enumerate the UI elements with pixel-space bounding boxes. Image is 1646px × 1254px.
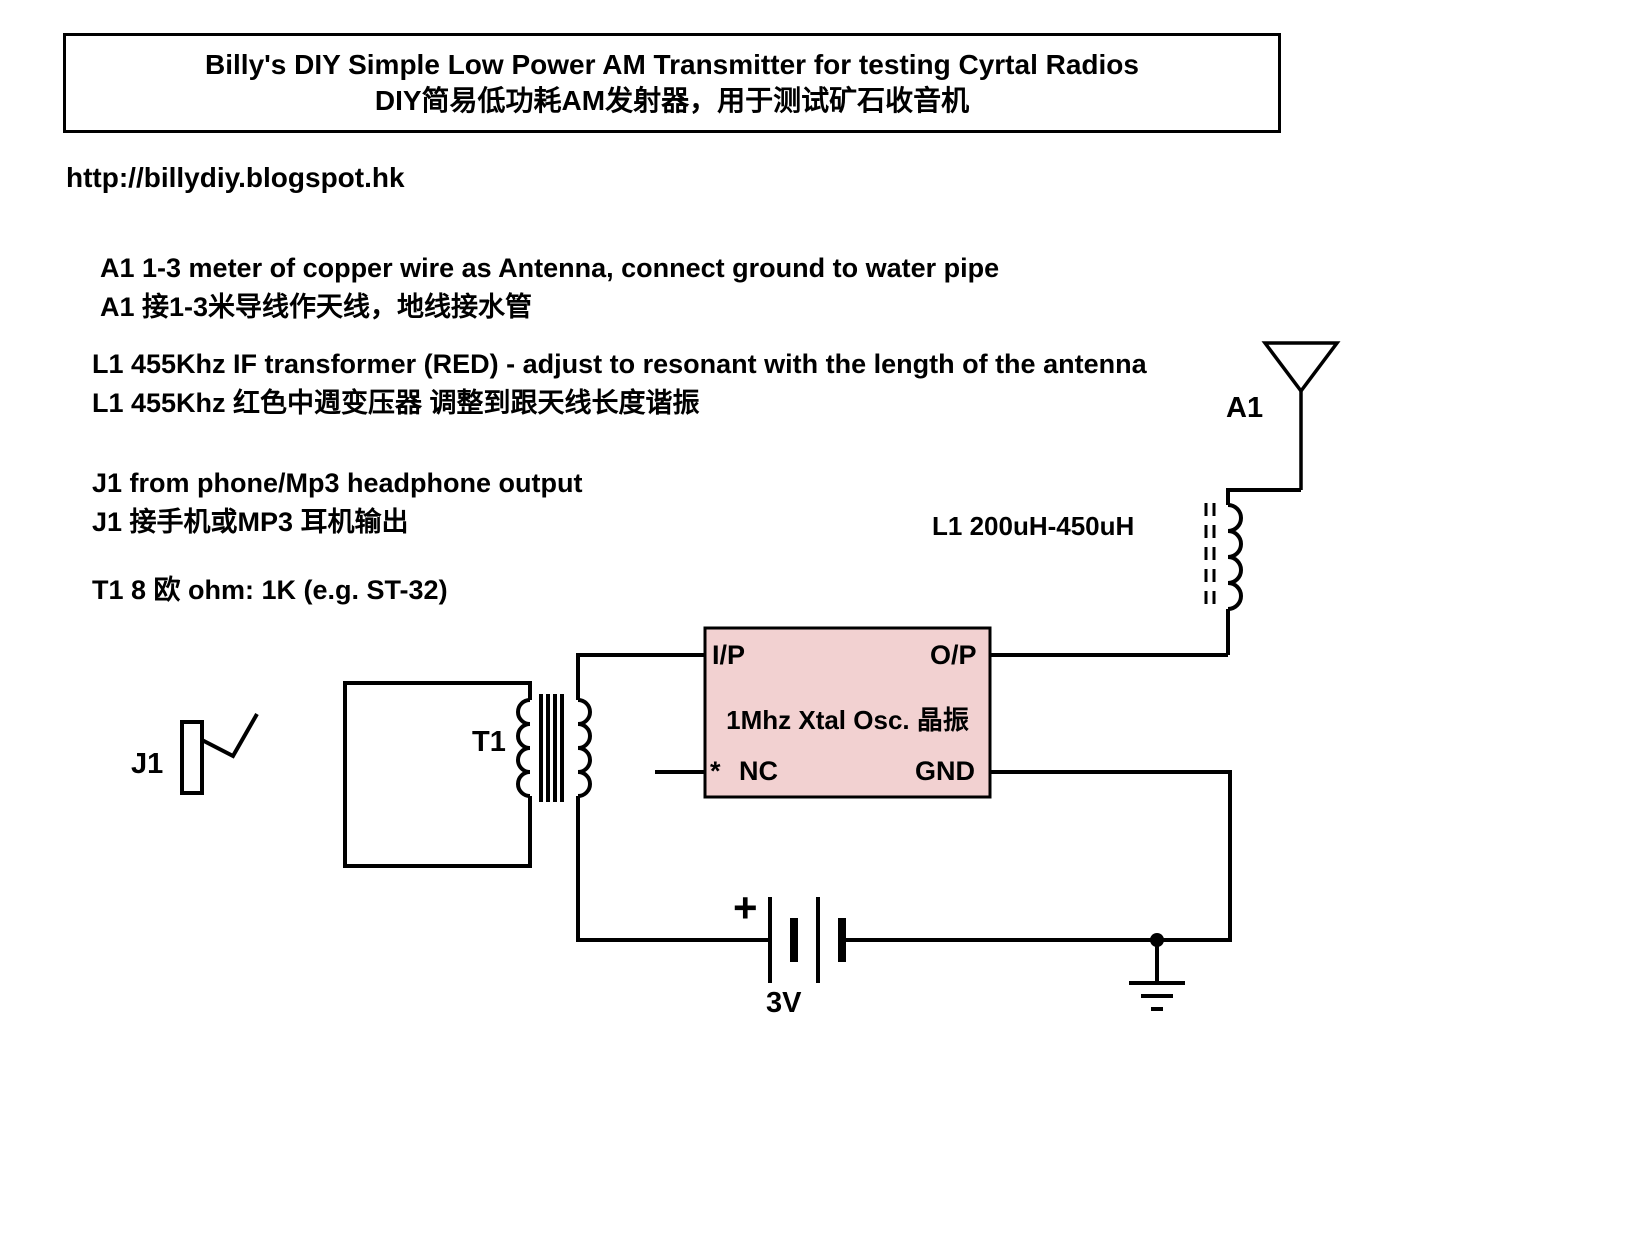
t1-secondary-coil [577,698,592,798]
transformer-t1-label: T1 [472,726,506,758]
wire-ground-rail [842,770,1232,942]
jack-tip-contact [201,713,259,759]
wire-primary-loop [343,681,532,868]
osc-pin-star-label: * [710,756,721,786]
jack-body [180,720,204,795]
ground-symbol [1129,933,1185,1011]
note-antenna-zh: A1 接1-3米导线作天线，地线接水管 [100,292,533,322]
osc-name-label: 1Mhz Xtal Osc. 晶振 [726,705,969,735]
title-line1: Billy's DIY Simple Low Power AM Transmit… [205,49,1139,80]
note-l1-zh: L1 455Khz 红色中週变压器 调整到跟天线长度谐振 [92,388,700,418]
wire-input [576,653,705,700]
t1-primary-coil [516,698,531,798]
jack-j1-label: J1 [131,748,164,780]
osc-pin-nc-label: NC [739,756,778,786]
wire-secondary-bottom [576,796,770,942]
jack-j1-symbol [180,713,259,795]
site-url: http://billydiy.blogspot.hk [66,162,405,193]
title-line2: DIY简易低功耗AM发射器，用于测试矿石收音机 [374,85,970,116]
note-t1: T1 8 欧 ohm: 1K (e.g. ST-32) [92,575,448,605]
note-j1-zh: J1 接手机或MP3 耳机输出 [92,507,409,537]
wire-antenna-to-l1 [1226,488,1301,505]
inductor-l1-symbol [1204,503,1243,655]
battery-voltage-label: 3V [766,987,802,1019]
osc-pin-input-label: I/P [712,640,746,670]
osc-pin-output-label: O/P [930,640,977,670]
transformer-t1-symbol [516,694,592,802]
osc-pin-gnd-label: GND [915,756,975,786]
note-l1-en: L1 455Khz IF transformer (RED) - adjust … [92,349,1147,379]
antenna-triangle [1261,341,1341,394]
battery-symbol [768,897,846,983]
title-box: Billy's DIY Simple Low Power AM Transmit… [63,33,1281,133]
l1-coil [1227,503,1243,611]
battery-plus-sign: + [733,884,758,931]
note-antenna-en: A1 1-3 meter of copper wire as Antenna, … [100,253,1000,283]
inductor-l1-label: L1 200uH-450uH [932,511,1135,541]
antenna-a1-label: A1 [1226,392,1264,424]
oscillator-box [703,626,992,799]
antenna-symbol [1261,341,1341,490]
note-j1-en: J1 from phone/Mp3 headphone output [92,468,583,498]
